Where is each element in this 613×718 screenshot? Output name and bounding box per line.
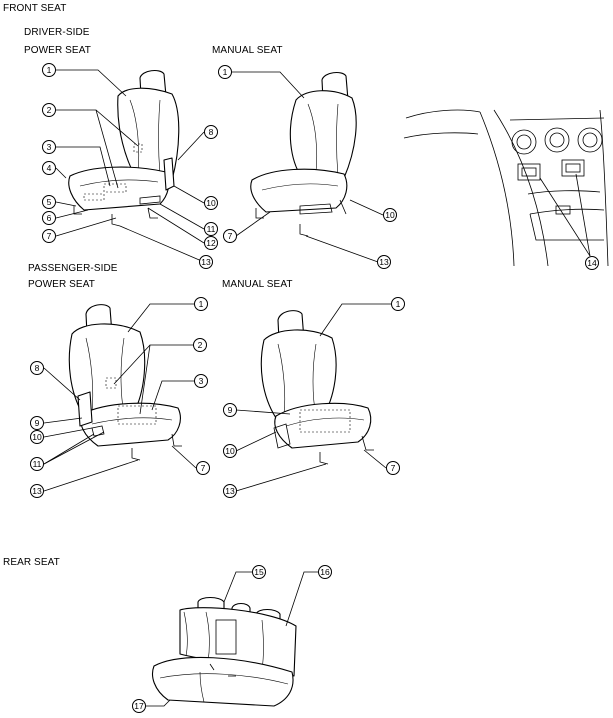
rear-callout-17: 17 [132,699,146,713]
passenger-power-callout-9: 9 [30,416,44,430]
svg-text:13: 13 [201,257,211,267]
driver-manual-callout-1: 1 [218,65,232,79]
svg-text:2: 2 [47,105,52,115]
svg-text:1: 1 [47,65,52,75]
svg-text:13: 13 [32,486,42,496]
svg-text:10: 10 [206,198,216,208]
svg-text:12: 12 [206,238,216,248]
console-callout-14: 14 [585,256,599,270]
driver-power-seat-heading: POWER SEAT [24,45,91,56]
driver-side-heading: DRIVER-SIDE [24,27,90,38]
driver-power-callout-12: 12 [204,236,218,250]
driver-manual-seat-heading: MANUAL SEAT [212,45,283,56]
passenger-power-callout-11: 11 [30,457,44,471]
driver-power-callout-1: 1 [42,63,56,77]
svg-text:10: 10 [32,432,42,442]
driver-power-callout-7: 7 [42,229,56,243]
svg-text:14: 14 [587,258,597,268]
passenger-power-callout-1: 1 [194,297,208,311]
svg-text:8: 8 [35,363,40,373]
svg-text:13: 13 [225,486,235,496]
svg-text:9: 9 [228,405,233,415]
svg-text:5: 5 [47,197,52,207]
driver-manual-seat-illustration [250,71,357,237]
passenger-power-callout-7: 7 [196,461,210,475]
svg-text:1: 1 [223,67,228,77]
svg-text:11: 11 [207,224,216,234]
passenger-power-callout-8: 8 [30,361,44,375]
svg-text:17: 17 [134,701,144,711]
passenger-power-seat-heading: POWER SEAT [28,279,95,290]
driver-manual-callout-7: 7 [223,229,237,243]
passenger-power-callout-2: 2 [193,338,207,352]
passenger-power-seat-illustration [68,304,182,461]
svg-text:1: 1 [199,299,204,309]
passenger-power-callout-10: 10 [30,430,44,444]
driver-power-callout-4: 4 [42,161,56,175]
driver-power-callout-2: 2 [42,103,56,117]
svg-text:7: 7 [201,463,206,473]
svg-text:6: 6 [47,213,52,223]
passenger-manual-seat-heading: MANUAL SEAT [222,279,293,290]
svg-text:11: 11 [33,459,42,469]
rear-callout-15: 15 [252,565,266,579]
svg-text:3: 3 [199,376,204,386]
svg-text:10: 10 [385,210,395,220]
svg-text:8: 8 [209,127,214,137]
svg-text:2: 2 [198,340,203,350]
driver-power-seat-illustration [68,69,180,227]
center-console-illustration [403,109,609,267]
svg-text:10: 10 [225,446,235,456]
driver-power-callout-11: 11 [204,222,218,236]
driver-manual-callout-13: 13 [377,255,391,269]
passenger-side-heading: PASSENGER-SIDE [28,263,118,274]
passenger-power-callout-3: 3 [194,374,208,388]
rear-seat-illustration [151,596,297,707]
svg-text:16: 16 [320,567,330,577]
rear-callout-16: 16 [318,565,332,579]
svg-text:13: 13 [379,257,389,267]
driver-power-callout-6: 6 [42,211,56,225]
svg-text:4: 4 [47,163,52,173]
passenger-manual-callout-13: 13 [223,484,237,498]
passenger-manual-callout-10: 10 [223,444,237,458]
svg-text:3: 3 [47,142,52,152]
driver-power-callout-10: 10 [204,196,218,210]
passenger-manual-callout-7: 7 [386,461,400,475]
passenger-manual-callout-9: 9 [223,403,237,417]
svg-text:7: 7 [391,463,396,473]
svg-text:7: 7 [228,231,233,241]
driver-manual-callout-10: 10 [383,208,397,222]
driver-power-callout-5: 5 [42,195,56,209]
front-seat-heading: FRONT SEAT [3,3,67,14]
svg-text:9: 9 [35,418,40,428]
svg-text:1: 1 [396,299,401,309]
driver-power-callout-8: 8 [204,125,218,139]
svg-text:7: 7 [47,231,52,241]
driver-power-callout-13: 13 [199,255,213,269]
svg-text:15: 15 [254,567,264,577]
passenger-manual-callout-1: 1 [391,297,405,311]
driver-power-callout-3: 3 [42,140,56,154]
rear-seat-heading: REAR SEAT [3,557,60,568]
passenger-manual-seat-illustration [260,310,374,465]
passenger-power-callout-13: 13 [30,484,44,498]
